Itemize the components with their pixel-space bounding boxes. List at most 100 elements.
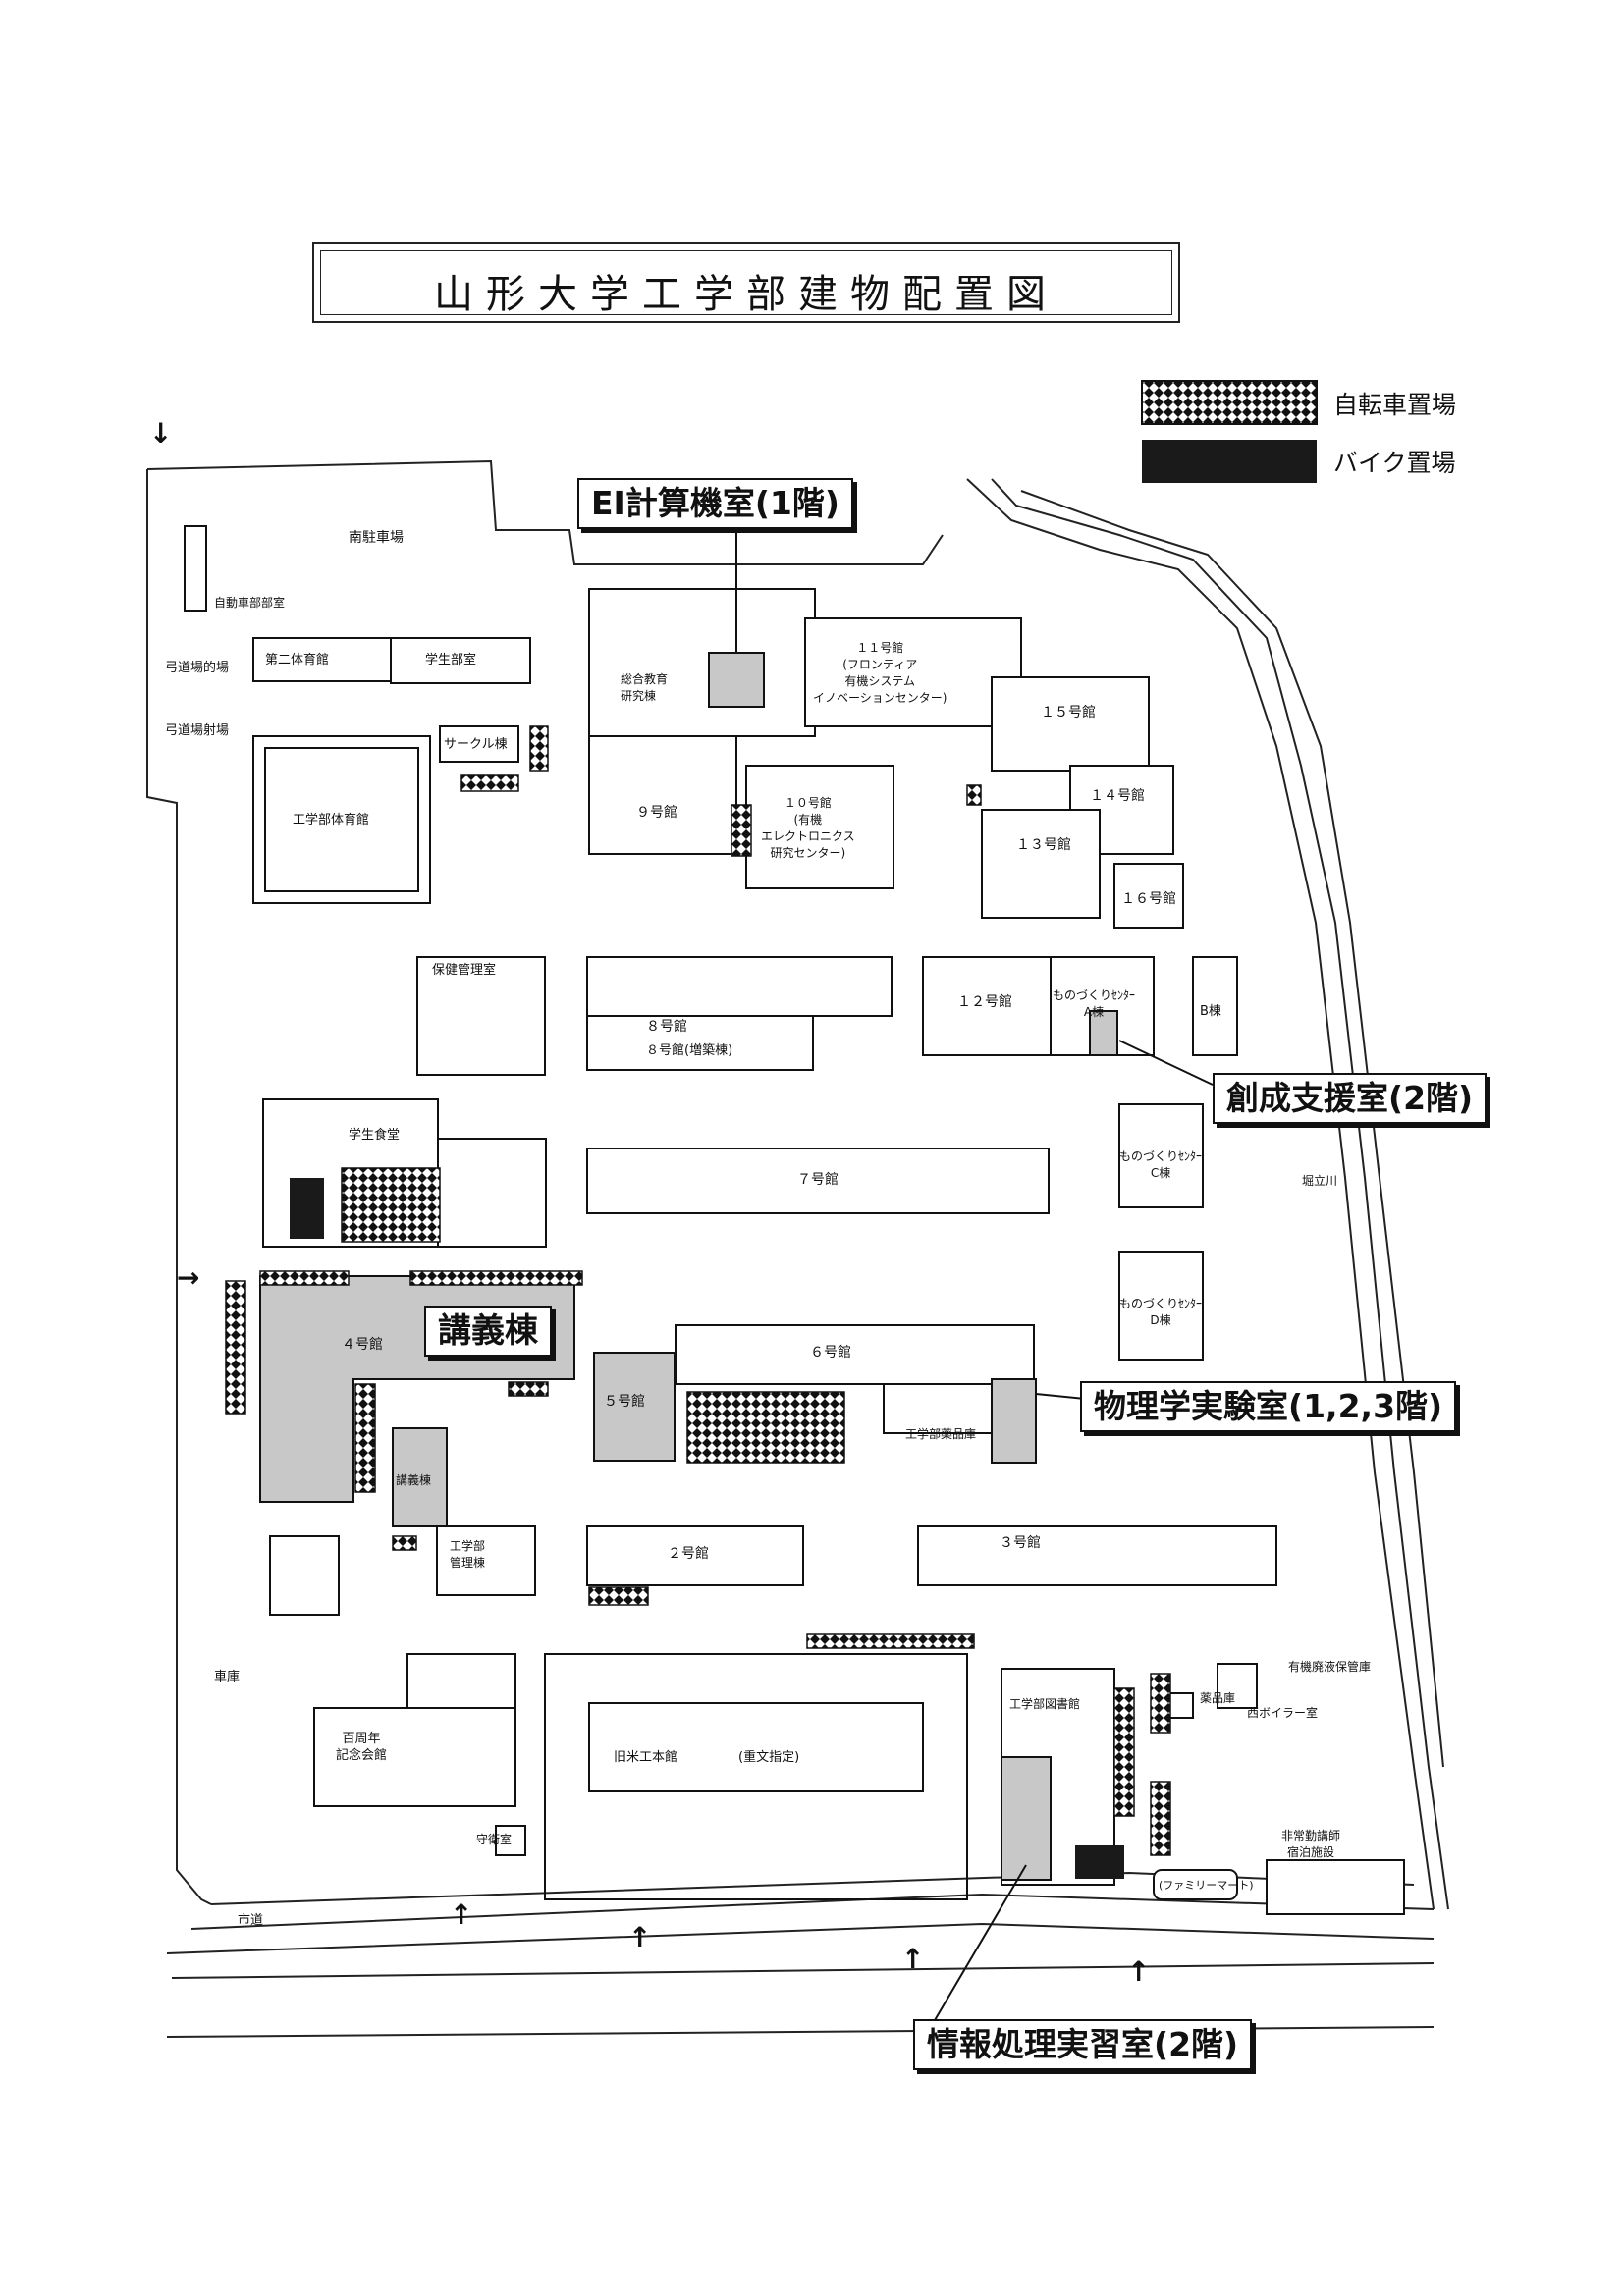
callout-kogi-building: 講義棟 bbox=[424, 1306, 552, 1357]
bike-parking bbox=[460, 774, 519, 792]
building-11 bbox=[804, 617, 1022, 727]
bike-parking bbox=[1150, 1673, 1171, 1734]
label-mono-c: ものづくりｾﾝﾀｰ C棟 bbox=[1119, 1149, 1203, 1180]
label-yakuhin2: 薬品庫 bbox=[1200, 1691, 1236, 1705]
building-gym bbox=[252, 735, 431, 904]
label-building-16: １６号館 bbox=[1121, 891, 1176, 907]
label-kyuyone: 旧米工本館 bbox=[614, 1750, 678, 1765]
bike-parking bbox=[588, 1586, 649, 1606]
building-yakuhinko bbox=[883, 1383, 1002, 1434]
building-sogo bbox=[588, 588, 816, 737]
building-circle bbox=[439, 725, 519, 763]
bike-parking bbox=[392, 1535, 417, 1551]
bike-parking bbox=[1113, 1687, 1135, 1817]
building-kyuyone bbox=[588, 1702, 924, 1792]
building-13 bbox=[981, 809, 1101, 919]
motorbike-parking bbox=[290, 1178, 324, 1239]
label-student-office: 学生部室 bbox=[425, 653, 477, 667]
map-title: 山形大学工学部建物配置図 bbox=[434, 272, 1058, 317]
building-guard bbox=[495, 1825, 526, 1856]
label-bike-club: 自動車部部室 bbox=[214, 596, 286, 610]
label-building-9: ９号館 bbox=[636, 805, 677, 821]
legend-motorbike-swatch bbox=[1142, 440, 1317, 483]
label-library: 工学部図書館 bbox=[1009, 1697, 1081, 1711]
info-lab bbox=[1001, 1756, 1052, 1881]
building-5 bbox=[593, 1352, 676, 1462]
label-yuki: 有機廃液保管庫 bbox=[1288, 1660, 1372, 1674]
label-boiler: 西ボイラー室 bbox=[1247, 1706, 1319, 1720]
entrance-arrow-right-icon: → bbox=[177, 1261, 200, 1294]
label-circle: サークル棟 bbox=[444, 737, 508, 752]
bike-parking bbox=[529, 725, 549, 772]
entrance-arrow-up-icon: ↑ bbox=[901, 1943, 925, 1975]
label-building-15: １５号館 bbox=[1041, 705, 1096, 721]
label-building-13: １３号館 bbox=[1016, 837, 1071, 853]
sosei-room bbox=[1089, 1010, 1118, 1056]
bike-parking bbox=[1150, 1781, 1171, 1856]
label-mono-d: ものづくりｾﾝﾀｰ D棟 bbox=[1119, 1297, 1203, 1327]
building-6 bbox=[675, 1324, 1035, 1385]
bike-parking bbox=[341, 1167, 441, 1243]
entrance-arrow-up-icon: ↑ bbox=[628, 1921, 652, 1953]
label-centennial: 百周年 記念会館 bbox=[336, 1732, 388, 1763]
building-shokudo-annex bbox=[437, 1138, 547, 1248]
entrance-arrow-up-icon: ↑ bbox=[1127, 1955, 1151, 1988]
map-title-box: 山形大学工学部建物配置図 bbox=[312, 242, 1180, 323]
bike-parking bbox=[508, 1381, 549, 1397]
label-yakuhinko: 工学部薬品庫 bbox=[905, 1427, 977, 1441]
motorbike-parking bbox=[1075, 1845, 1124, 1879]
bike-parking bbox=[409, 1270, 583, 1286]
legend-bicycle-label: 自転車置場 bbox=[1333, 391, 1457, 419]
building-8 bbox=[586, 956, 893, 1017]
bike-parking bbox=[686, 1391, 845, 1464]
label-kanri: 工学部 管理棟 bbox=[450, 1539, 486, 1570]
label-minami-parking: 南駐車場 bbox=[349, 530, 404, 546]
bike-parking bbox=[354, 1383, 376, 1493]
callout-physics-lab: 物理学実験室(1,2,3階) bbox=[1080, 1381, 1457, 1432]
bike-club-room bbox=[184, 525, 207, 612]
label-building-8-ext: ８号館(増築棟) bbox=[646, 1043, 733, 1058]
building-kanri bbox=[436, 1525, 536, 1596]
building-15 bbox=[991, 676, 1150, 772]
building-hijokin bbox=[1266, 1859, 1405, 1915]
building-8-ext bbox=[586, 1015, 814, 1071]
building-12 bbox=[922, 956, 1052, 1056]
label-shako: 車庫 bbox=[214, 1670, 241, 1684]
label-building-7: ７号館 bbox=[797, 1172, 839, 1188]
callout-leaders bbox=[735, 520, 1214, 2033]
entrance-arrow-up-icon: ↑ bbox=[450, 1898, 473, 1931]
building-2 bbox=[586, 1525, 804, 1586]
label-building-2: ２号館 bbox=[668, 1546, 709, 1562]
building-misc bbox=[269, 1535, 340, 1616]
building-7 bbox=[586, 1148, 1050, 1214]
label-gym2: 第二体育館 bbox=[265, 653, 330, 667]
label-guard: 守衛室 bbox=[476, 1833, 513, 1846]
label-juubun: (重文指定) bbox=[738, 1750, 800, 1765]
label-building-11: １１号館 (フロンティア 有機システム イノベーションセンター) bbox=[813, 641, 947, 705]
building-mono-d bbox=[1118, 1251, 1204, 1361]
label-famima: (ファミリーマート) bbox=[1159, 1879, 1254, 1892]
label-mono-b: B棟 bbox=[1200, 1004, 1221, 1019]
label-building-8: ８号館 bbox=[646, 1019, 687, 1035]
building-famima bbox=[1153, 1869, 1238, 1900]
legend-motorbike-label: バイク置場 bbox=[1333, 449, 1456, 477]
bike-parking bbox=[259, 1270, 350, 1286]
label-shido: 市道 bbox=[238, 1913, 264, 1928]
building-10 bbox=[745, 765, 894, 889]
physics-lab bbox=[991, 1378, 1037, 1464]
building-kogi-small bbox=[392, 1427, 448, 1527]
label-building-10: １０号館 (有機 エレクトロニクス 研究センター) bbox=[761, 796, 855, 860]
bike-parking bbox=[966, 784, 982, 806]
label-building-12: １２号館 bbox=[957, 994, 1012, 1010]
label-shokudo: 学生食堂 bbox=[349, 1128, 401, 1143]
building-yuki bbox=[1217, 1663, 1258, 1709]
label-archery-range: 弓道場的場 bbox=[165, 661, 230, 675]
label-building-5: ５号館 bbox=[604, 1394, 645, 1410]
bike-parking bbox=[225, 1280, 246, 1415]
label-building-6: ６号館 bbox=[810, 1345, 851, 1361]
entrance-arrow-down-icon: ↓ bbox=[149, 417, 173, 450]
building-16 bbox=[1113, 863, 1184, 929]
garden-area bbox=[544, 1653, 968, 1900]
label-archery-shoot: 弓道場射場 bbox=[165, 723, 230, 738]
